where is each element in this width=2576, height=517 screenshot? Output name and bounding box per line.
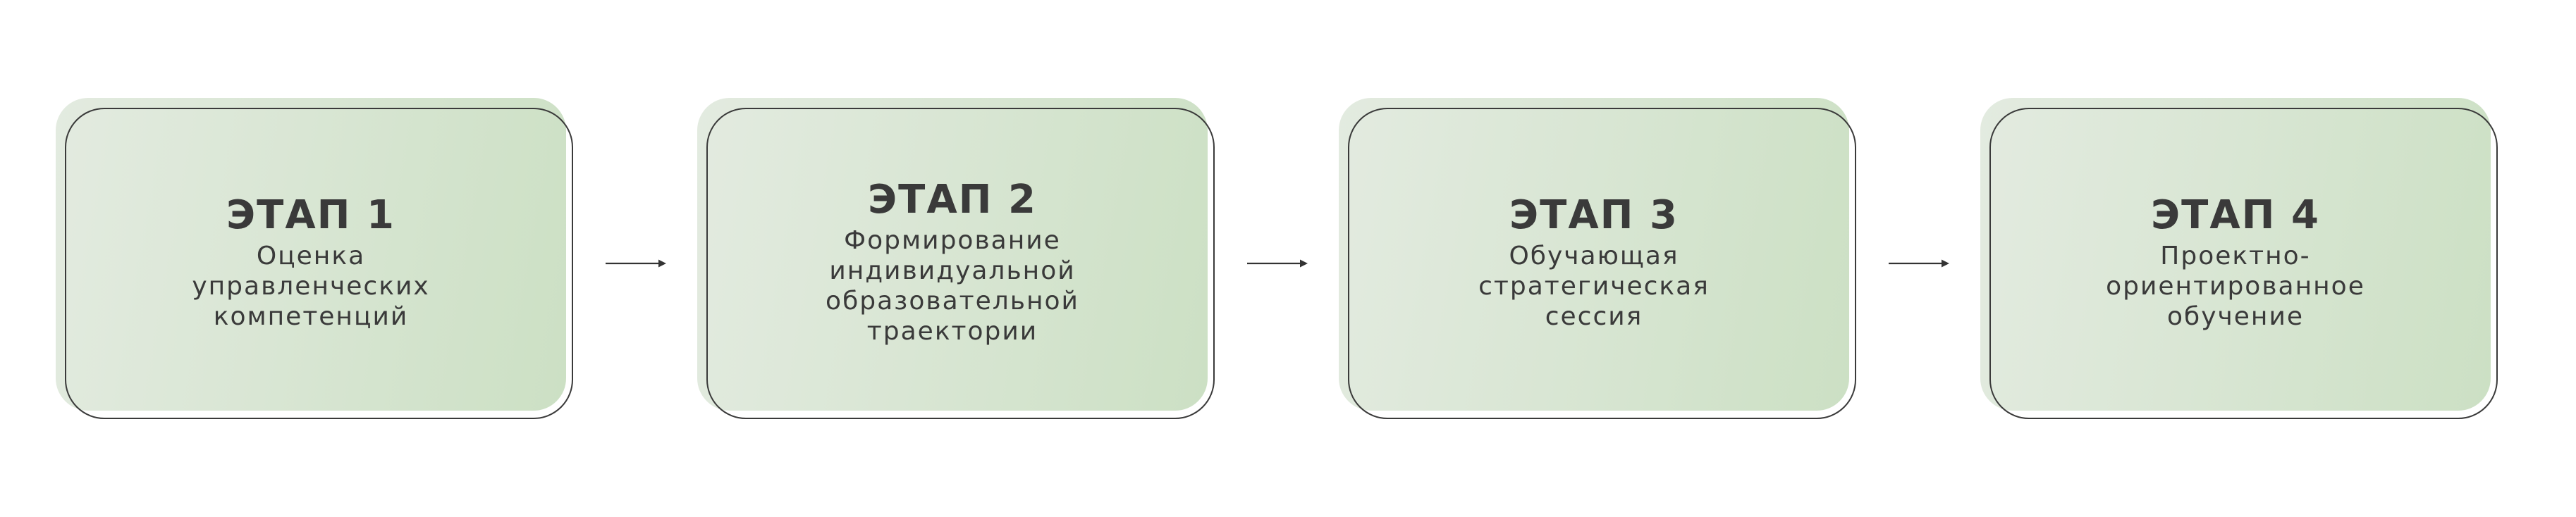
arrow-right-icon [1889,259,1949,268]
stage-card-3: ЭТАП 3 Обучающая стратегическая сессия [1339,98,1856,419]
stage-description-line: ориентированное [2106,271,2365,301]
stage-card-content: ЭТАП 3 Обучающая стратегическая сессия [1339,98,1849,411]
stage-description-line: обучение [2166,301,2304,331]
stage-description-line: Формирование [844,226,1061,255]
stage-card-2: ЭТАП 2 Формирование индивидуальной образ… [697,98,1215,419]
arrow-right-icon [1247,259,1308,268]
stage-description: Обучающая стратегическая сессия [1478,241,1710,332]
stage-card-content: ЭТАП 1 Оценка управленческих компетенций [56,98,566,411]
stage-card-background [1980,98,2491,411]
stage-description-line: сессия [1545,301,1643,331]
stage-card-1: ЭТАП 1 Оценка управленческих компетенций [56,98,573,419]
stage-card-outline [706,108,1215,419]
stage-description-line: Оценка [256,241,366,270]
stage-title: ЭТАП 3 [1509,192,1679,238]
stage-card-outline [1989,108,2498,419]
stage-card-outline [1348,108,1856,419]
stage-description-line: стратегическая [1478,271,1710,301]
stage-description: Формирование индивидуальной образователь… [826,225,1079,347]
stage-card-content: ЭТАП 2 Формирование индивидуальной образ… [697,98,1208,411]
stage-title: ЭТАП 1 [226,192,395,238]
stage-card-background [1339,98,1849,411]
stage-description: Проектно- ориентированное обучение [2106,241,2365,332]
stage-card-outline [65,108,573,419]
stage-description-line: образовательной [826,287,1079,316]
stage-card-background [56,98,566,411]
stage-title: ЭТАП 4 [2151,192,2320,238]
stage-description-line: индивидуальной [829,256,1076,285]
stage-description-line: компетенций [213,301,409,331]
stage-description-line: Обучающая [1509,241,1679,270]
stage-description-line: управленческих [192,271,430,301]
arrow-right-icon [606,259,666,268]
stage-card-4: ЭТАП 4 Проектно- ориентированное обучени… [1980,98,2498,419]
stage-description: Оценка управленческих компетенций [192,241,429,332]
stage-title: ЭТАП 2 [868,177,1037,223]
stage-card-content: ЭТАП 4 Проектно- ориентированное обучени… [1980,98,2491,411]
stage-description-line: траектории [866,317,1038,346]
stage-card-background [697,98,1208,411]
stage-description-line: Проектно- [2160,241,2311,270]
